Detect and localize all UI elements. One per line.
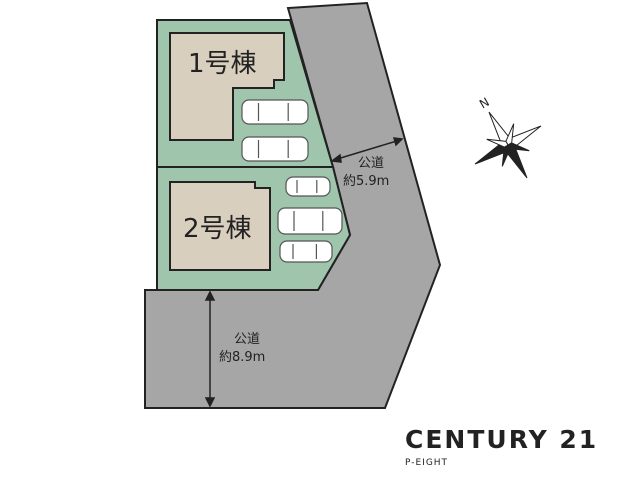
compass-icon: N (474, 95, 542, 179)
road-2-width: 約8.9m (219, 350, 265, 365)
car-icon (277, 207, 343, 235)
building-1 (169, 32, 285, 141)
brand-sub: P-EIGHT (405, 458, 449, 468)
road-1-name: 公道 (358, 156, 384, 171)
compass-north-label: N (477, 95, 492, 112)
car-icon (285, 176, 331, 197)
brand-name: CENTURY 21 (405, 425, 599, 454)
road-2-name: 公道 (234, 332, 260, 347)
car-icon (241, 136, 309, 162)
building-1-label: 1号棟 (188, 49, 257, 79)
building-2-label: 2号棟 (183, 214, 252, 244)
dimension-arrow-5.9m (204, 137, 404, 408)
building-2 (169, 181, 271, 271)
brand-logo: CENTURY 21 P-EIGHT (405, 425, 598, 468)
car-icon (279, 240, 333, 263)
car-icon (241, 99, 309, 125)
road-1-width: 約5.9m (343, 174, 389, 189)
